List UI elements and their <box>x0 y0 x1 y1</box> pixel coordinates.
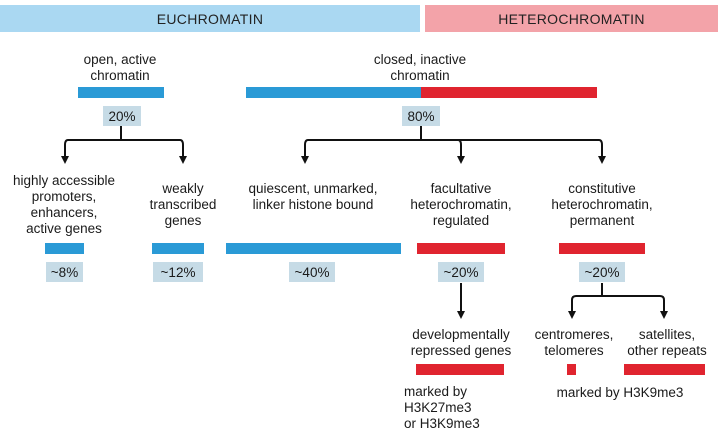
constitutive-label: constitutive heterochromatin, permanent <box>551 181 653 228</box>
arrow-to-weak <box>121 139 187 164</box>
centromeres-label: centromeres, telomeres <box>534 327 614 358</box>
weak-percent: ~12% <box>153 262 203 282</box>
open-chromatin-bar <box>78 87 164 98</box>
developmental-mark: marked by H3K27me3 or H3K9me3 <box>404 384 480 431</box>
euchromatin-header: EUCHROMATIN <box>0 5 420 32</box>
facultative-percent: ~20% <box>438 262 484 282</box>
satellites-bar <box>624 364 705 375</box>
arrow-to-centromeres <box>568 295 602 319</box>
arrow-to-satellites <box>602 295 668 319</box>
constitutive-mark: marked by H3K9me3 <box>556 385 684 400</box>
quiescent-bar <box>226 243 401 254</box>
closed-percent: 80% <box>402 106 440 126</box>
facultative-label: facultative heterochromatin, regulated <box>410 181 512 228</box>
centromeres-bar <box>567 364 576 375</box>
open-chromatin-label: open, active chromatin <box>83 52 157 83</box>
arrow-to-accessible <box>61 139 121 164</box>
closed-bar-heterochromatin <box>421 87 597 98</box>
quiescent-label: quiescent, unmarked, linker histone boun… <box>248 181 378 212</box>
arrow-to-facultative <box>421 139 465 164</box>
closed-chromatin-label: closed, inactive chromatin <box>373 52 467 83</box>
accessible-percent: ~8% <box>46 262 83 282</box>
weak-bar <box>152 243 204 254</box>
developmental-bar <box>416 364 504 375</box>
quiescent-percent: ~40% <box>289 262 335 282</box>
developmental-label: developmentally repressed genes <box>410 327 512 358</box>
accessible-bar <box>45 243 84 254</box>
satellites-label: satellites, other repeats <box>627 327 707 358</box>
closed-bar-quiescent <box>246 87 421 98</box>
arrow-to-constitutive <box>421 139 606 164</box>
accessible-label: highly accessible promoters, enhancers, … <box>12 173 116 236</box>
constitutive-bar <box>559 243 645 254</box>
open-percent: 20% <box>103 106 141 126</box>
constitutive-percent: ~20% <box>579 262 625 282</box>
weak-label: weakly transcribed genes <box>149 181 217 228</box>
heterochromatin-header: HETEROCHROMATIN <box>425 5 718 32</box>
facultative-bar <box>417 243 505 254</box>
arrow-to-quiescent <box>301 139 421 164</box>
